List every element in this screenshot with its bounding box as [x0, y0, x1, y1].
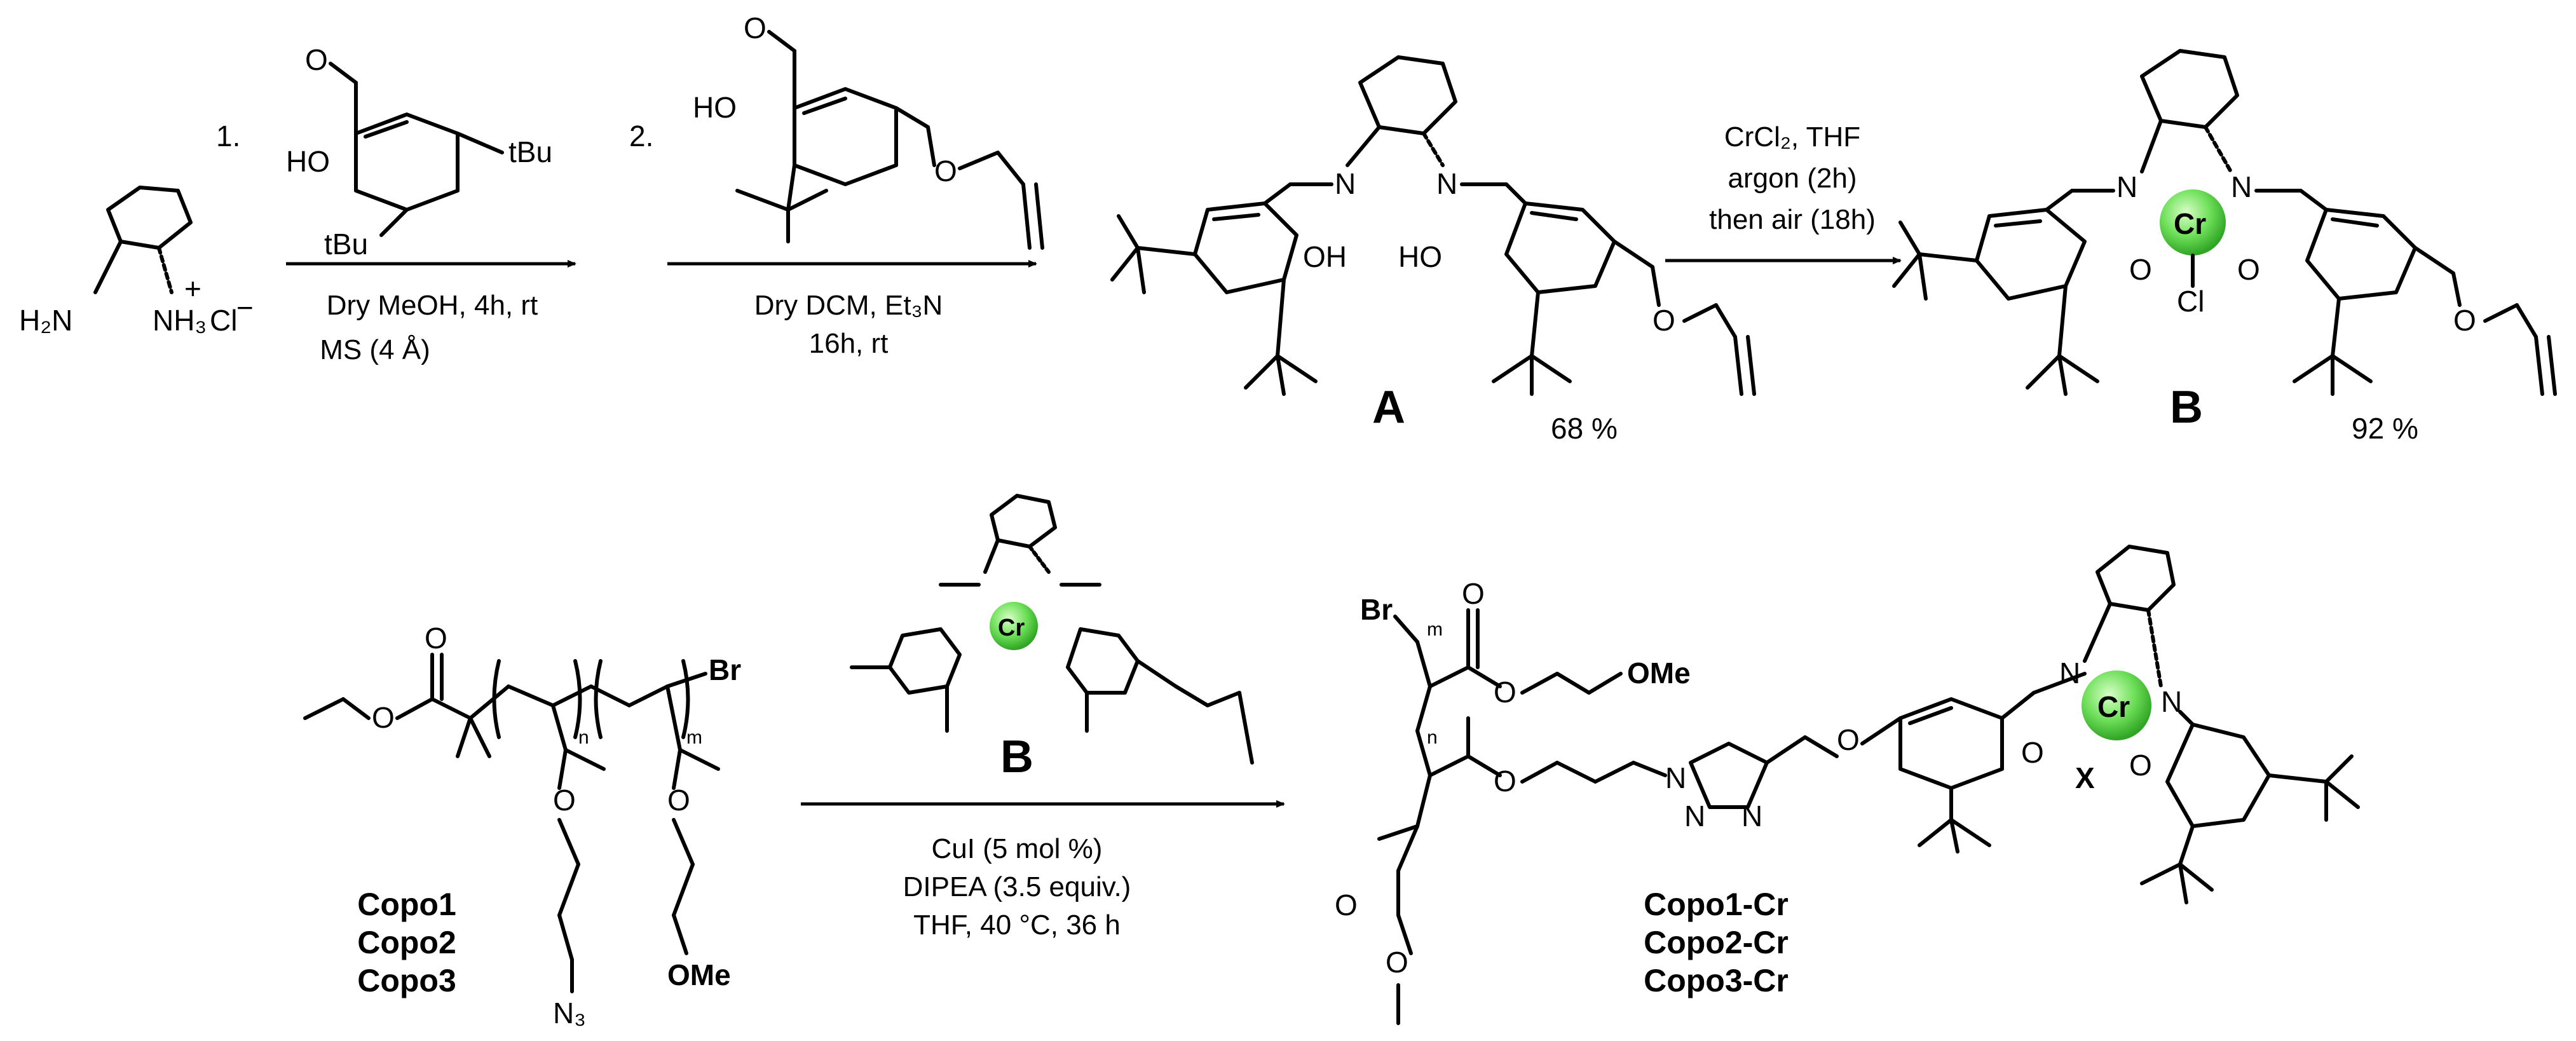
step2-cond-1: Dry DCM, Et₃N — [754, 290, 943, 321]
step1-cond-1: Dry MeOH, 4h, rt — [327, 290, 538, 321]
product-n: n — [1427, 727, 1438, 748]
step3-cond-2: argon (2h) — [1728, 163, 1857, 194]
a-oh-left: OH — [1303, 240, 1347, 273]
compound-b-structure: N N Cr Cl O O O — [1892, 49, 2557, 396]
svg-text:O: O — [1494, 765, 1516, 798]
svg-text:O: O — [1462, 577, 1485, 610]
step2-cond-2: 16h, rt — [809, 328, 889, 359]
ammonium-charge: + — [184, 272, 201, 305]
copo-n: n — [578, 727, 589, 748]
b-cr-label: Cr — [2174, 207, 2206, 240]
b-chromium-sphere — [2160, 189, 2226, 255]
product-m: m — [1427, 619, 1443, 640]
product-name-1: Copo1-Cr — [1644, 887, 1789, 922]
product-ome: OMe — [1627, 657, 1691, 690]
step3-cond-3: then air (18h) — [1709, 204, 1876, 235]
copolymer-structure: O O n m Br O N₃ O OMe — [303, 622, 741, 1030]
copolymer-name-3: Copo3 — [357, 963, 456, 998]
svg-text:O: O — [1335, 888, 1358, 922]
catalyst-b-structure: Cr — [850, 494, 1254, 765]
a-ether-o: O — [1653, 304, 1675, 337]
product-chromium-sphere — [2082, 670, 2151, 740]
svg-text:O: O — [1386, 946, 1408, 979]
svg-text:O: O — [2021, 736, 2044, 769]
a-oh-right: HO — [1398, 240, 1442, 273]
b-o2-label: O — [2237, 253, 2260, 286]
svg-text:O: O — [1494, 676, 1516, 709]
b-ether-o: O — [2453, 304, 2476, 337]
step1-oh: HO — [286, 145, 330, 178]
click-cond-1: CuI (5 mol %) — [932, 833, 1103, 864]
svg-text:O: O — [553, 784, 576, 817]
b-o1-label: O — [2129, 253, 2152, 286]
compound-b-label: B — [2170, 382, 2203, 433]
copo-ome: OMe — [667, 958, 731, 991]
diamine-hydrochloride: H₂N NH₃ + Cl − — [19, 186, 254, 337]
svg-text:Cr: Cr — [998, 615, 1025, 641]
copo-m: m — [686, 727, 702, 748]
product-name-3: Copo3-Cr — [1644, 963, 1789, 998]
amine-label: H₂N — [19, 304, 72, 337]
product-structure: Br m O O OMe n O N N N O — [1335, 545, 2360, 1025]
a-n2: N — [1436, 167, 1457, 200]
click-cond-3: THF, 40 °C, 36 h — [913, 909, 1121, 941]
product-triazole-n: N — [1665, 761, 1686, 794]
copo-ester-o1: O — [372, 701, 395, 734]
step1-number: 1. — [216, 119, 240, 153]
copolymer-name-1: Copo1 — [357, 887, 456, 922]
step2-number: 2. — [629, 119, 653, 153]
chloride-charge: − — [236, 291, 254, 324]
b-cl-label: Cl — [2177, 285, 2204, 318]
ammonium-label: NH₃ — [153, 304, 207, 337]
compound-a-structure: N N OH HO O — [1110, 55, 1756, 396]
svg-text:O: O — [934, 154, 957, 187]
product-cr-label: Cr — [2097, 690, 2130, 723]
svg-text:O: O — [744, 11, 767, 44]
a-n1: N — [1335, 167, 1356, 200]
click-cond-2: DIPEA (3.5 equiv.) — [903, 871, 1131, 902]
svg-text:N: N — [1741, 799, 1762, 833]
svg-text:N: N — [1684, 799, 1705, 833]
compound-b-yield: 92 % — [2352, 412, 2418, 445]
product-br: Br — [1360, 593, 1393, 626]
svg-text:N: N — [2059, 657, 2080, 690]
svg-text:O: O — [1837, 723, 1860, 756]
b-n2: N — [2231, 170, 2252, 203]
svg-text:O: O — [425, 622, 447, 655]
step2-oh: HO — [693, 91, 737, 124]
copolymer-name-2: Copo2 — [357, 925, 456, 960]
step1-tbu-a: tBu — [508, 135, 552, 168]
svg-text:O: O — [2129, 749, 2152, 782]
catalyst-b-label: B — [1000, 731, 1033, 782]
step3-cond-1: CrCl₂, THF — [1724, 121, 1860, 153]
copo-br: Br — [709, 653, 741, 686]
compound-a-label: A — [1372, 382, 1405, 433]
step1-tbu-b: tBu — [324, 228, 368, 261]
product-name-2: Copo2-Cr — [1644, 925, 1789, 960]
compound-a-yield: 68 % — [1551, 412, 1618, 445]
propargyl-aldehyde-reagent: 2. O HO O — [629, 11, 1044, 250]
step1-cond-2: MS (4 Å) — [320, 334, 430, 365]
svg-text:O: O — [305, 43, 328, 76]
product-x-label: X — [2075, 761, 2095, 794]
b-n1: N — [2116, 170, 2137, 203]
copo-azide: N₃ — [553, 997, 586, 1030]
salicylaldehyde-reagent: 1. O HO tBu tBu — [216, 43, 552, 261]
svg-text:O: O — [667, 784, 690, 817]
chloride-label: Cl — [210, 304, 237, 337]
